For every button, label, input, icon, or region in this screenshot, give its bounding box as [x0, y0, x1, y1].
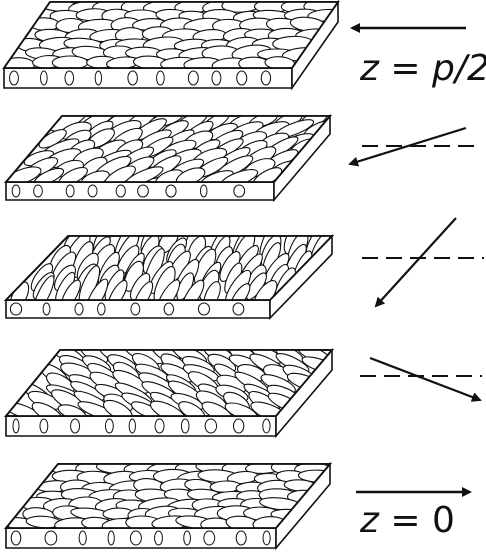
label-bottom-z: z = 0 — [359, 500, 455, 541]
director-arrow-3 — [362, 217, 484, 308]
director-arrow-4 — [360, 356, 482, 402]
director-arrow-2 — [348, 126, 482, 167]
layer-slab-1 — [2, 0, 340, 91]
layer-slab-5 — [4, 461, 332, 551]
layer-slab-2 — [4, 113, 332, 203]
layer-slab-4 — [4, 347, 334, 439]
layer-slab-3 — [3, 234, 335, 320]
label-top-z: z = p/2 — [359, 48, 486, 89]
